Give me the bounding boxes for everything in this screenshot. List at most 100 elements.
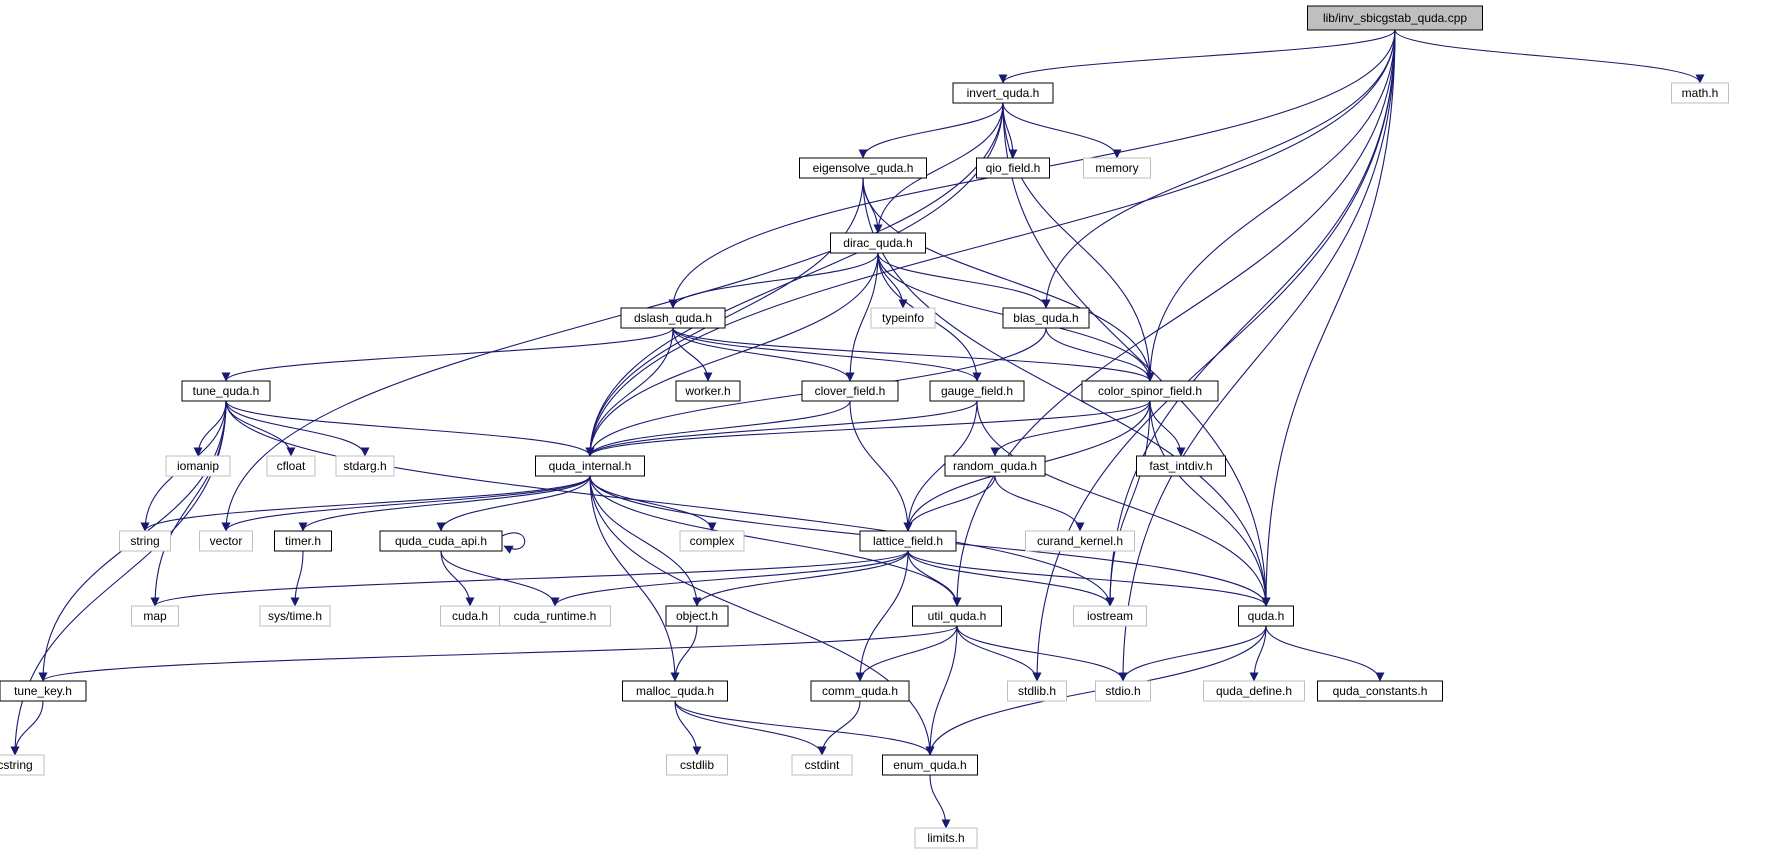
node-box-math — [1671, 82, 1729, 104]
node-label-cstdlib: cstdlib — [680, 758, 714, 772]
node-util[interactable]: util_quda.h — [912, 605, 1002, 627]
edge-tunekey-to-cstring — [10, 700, 44, 756]
edge-enum-to-limits — [929, 774, 951, 829]
node-box-cstdlib — [666, 754, 728, 776]
node-timer[interactable]: timer.h — [274, 530, 332, 552]
node-box-systime — [259, 605, 331, 627]
node-box-stdio — [1095, 680, 1151, 702]
node-csf[interactable]: color_spinor_field.h — [1081, 380, 1219, 402]
node-clover[interactable]: clover_field.h — [801, 380, 899, 402]
edge-root-to-math — [1394, 29, 1705, 84]
edge-random-to-curand — [994, 475, 1085, 532]
node-box-qinternal — [535, 455, 645, 477]
edge-tune-to-cfloat — [225, 400, 296, 457]
node-box-malloc — [622, 680, 728, 702]
edge-clover-to-lattice — [849, 400, 913, 532]
edge-root-to-blas — [1041, 29, 1396, 309]
edge-dirac-to-blas — [877, 252, 1051, 309]
edge-qinternal-to-malloc — [589, 475, 680, 682]
node-box-lattice — [859, 530, 957, 552]
node-root[interactable]: lib/inv_sbicgstab_quda.cpp — [1307, 5, 1483, 31]
node-label-systime: sys/time.h — [268, 609, 322, 623]
node-label-math: math.h — [1682, 86, 1719, 100]
node-lattice[interactable]: lattice_field.h — [859, 530, 957, 552]
node-blas[interactable]: blas_quda.h — [1002, 307, 1090, 329]
node-tunekey[interactable]: tune_key.h — [0, 680, 87, 702]
node-label-iostream: iostream — [1087, 609, 1133, 623]
edge-qinternal-to-util — [589, 475, 962, 607]
edge-util-to-enum — [925, 625, 958, 756]
node-comm[interactable]: comm_quda.h — [810, 680, 910, 702]
node-label-map: map — [143, 609, 167, 623]
node-label-eigensolve: eigensolve_quda.h — [813, 161, 914, 175]
edge-dirac-to-dslash — [668, 252, 879, 309]
node-fastintdiv[interactable]: fast_intdiv.h — [1136, 455, 1226, 477]
node-random[interactable]: random_quda.h — [944, 455, 1046, 477]
node-label-qconst: quda_constants.h — [1333, 684, 1428, 698]
node-label-complex: complex — [690, 534, 735, 548]
edge-malloc-to-enum — [674, 700, 935, 756]
node-box-qio — [976, 157, 1050, 179]
edge-tune-to-qinternal — [225, 400, 595, 457]
node-box-quda — [1238, 605, 1294, 627]
node-qio[interactable]: qio_field.h — [976, 157, 1050, 179]
node-box-dslash — [620, 307, 726, 329]
node-box-vector — [199, 530, 253, 552]
node-invert[interactable]: invert_quda.h — [952, 82, 1054, 104]
node-object[interactable]: object.h — [665, 605, 729, 627]
node-label-tunekey: tune_key.h — [14, 684, 72, 698]
node-label-root: lib/inv_sbicgstab_quda.cpp — [1323, 11, 1467, 25]
node-dirac[interactable]: dirac_quda.h — [830, 232, 926, 254]
node-label-csf: color_spinor_field.h — [1098, 384, 1202, 398]
node-box-enum — [882, 754, 978, 776]
edge-root-to-stdio — [1118, 29, 1396, 682]
edge-cudaapi-to-cudart — [440, 550, 560, 607]
edge-tune-to-stdarg — [225, 400, 370, 457]
node-vector: vector — [199, 530, 253, 552]
node-label-string: string — [130, 534, 159, 548]
node-dslash[interactable]: dslash_quda.h — [620, 307, 726, 329]
node-enum[interactable]: enum_quda.h — [882, 754, 978, 776]
node-gauge[interactable]: gauge_field.h — [929, 380, 1025, 402]
edge-dslash-to-qinternal — [585, 327, 674, 457]
edge-lattice-to-iostream — [907, 550, 1115, 607]
node-map: map — [131, 605, 179, 627]
node-label-vector: vector — [210, 534, 243, 548]
edge-qinternal-to-timer — [298, 475, 591, 532]
node-box-iostream — [1073, 605, 1147, 627]
node-box-dirac — [830, 232, 926, 254]
node-box-memory — [1083, 157, 1151, 179]
node-box-clover — [801, 380, 899, 402]
node-box-cudart — [499, 605, 611, 627]
node-label-limits: limits.h — [927, 831, 964, 845]
node-label-qdefine: quda_define.h — [1216, 684, 1292, 698]
node-iostream: iostream — [1073, 605, 1147, 627]
node-quda[interactable]: quda.h — [1238, 605, 1294, 627]
node-malloc[interactable]: malloc_quda.h — [622, 680, 728, 702]
edge-csf-to-random — [990, 400, 1151, 457]
edge-clover-to-qinternal — [585, 400, 851, 457]
node-eigensolve[interactable]: eigensolve_quda.h — [799, 157, 927, 179]
node-box-random — [944, 455, 1046, 477]
dependency-edges — [10, 29, 1705, 829]
edge-root-to-stdlib — [1032, 29, 1396, 682]
node-qinternal[interactable]: quda_internal.h — [535, 455, 645, 477]
node-label-qio: qio_field.h — [986, 161, 1041, 175]
node-worker[interactable]: worker.h — [675, 380, 741, 402]
node-label-blas: blas_quda.h — [1013, 311, 1078, 325]
node-stdio: stdio.h — [1095, 680, 1151, 702]
node-label-tune: tune_quda.h — [193, 384, 260, 398]
node-tune[interactable]: tune_quda.h — [181, 380, 271, 402]
edge-dslash-to-worker — [672, 327, 713, 382]
node-box-string — [119, 530, 171, 552]
edge-root-to-csf — [1145, 29, 1396, 382]
node-qconst[interactable]: quda_constants.h — [1317, 680, 1443, 702]
node-box-timer — [274, 530, 332, 552]
edge-timer-to-systime — [290, 550, 304, 607]
edge-tune-to-map — [150, 400, 227, 607]
node-label-util: util_quda.h — [928, 609, 987, 623]
node-cudaapi[interactable]: quda_cuda_api.h — [379, 530, 503, 552]
edge-object-to-malloc — [670, 625, 698, 682]
node-label-stdio: stdio.h — [1105, 684, 1140, 698]
node-box-eigensolve — [799, 157, 927, 179]
